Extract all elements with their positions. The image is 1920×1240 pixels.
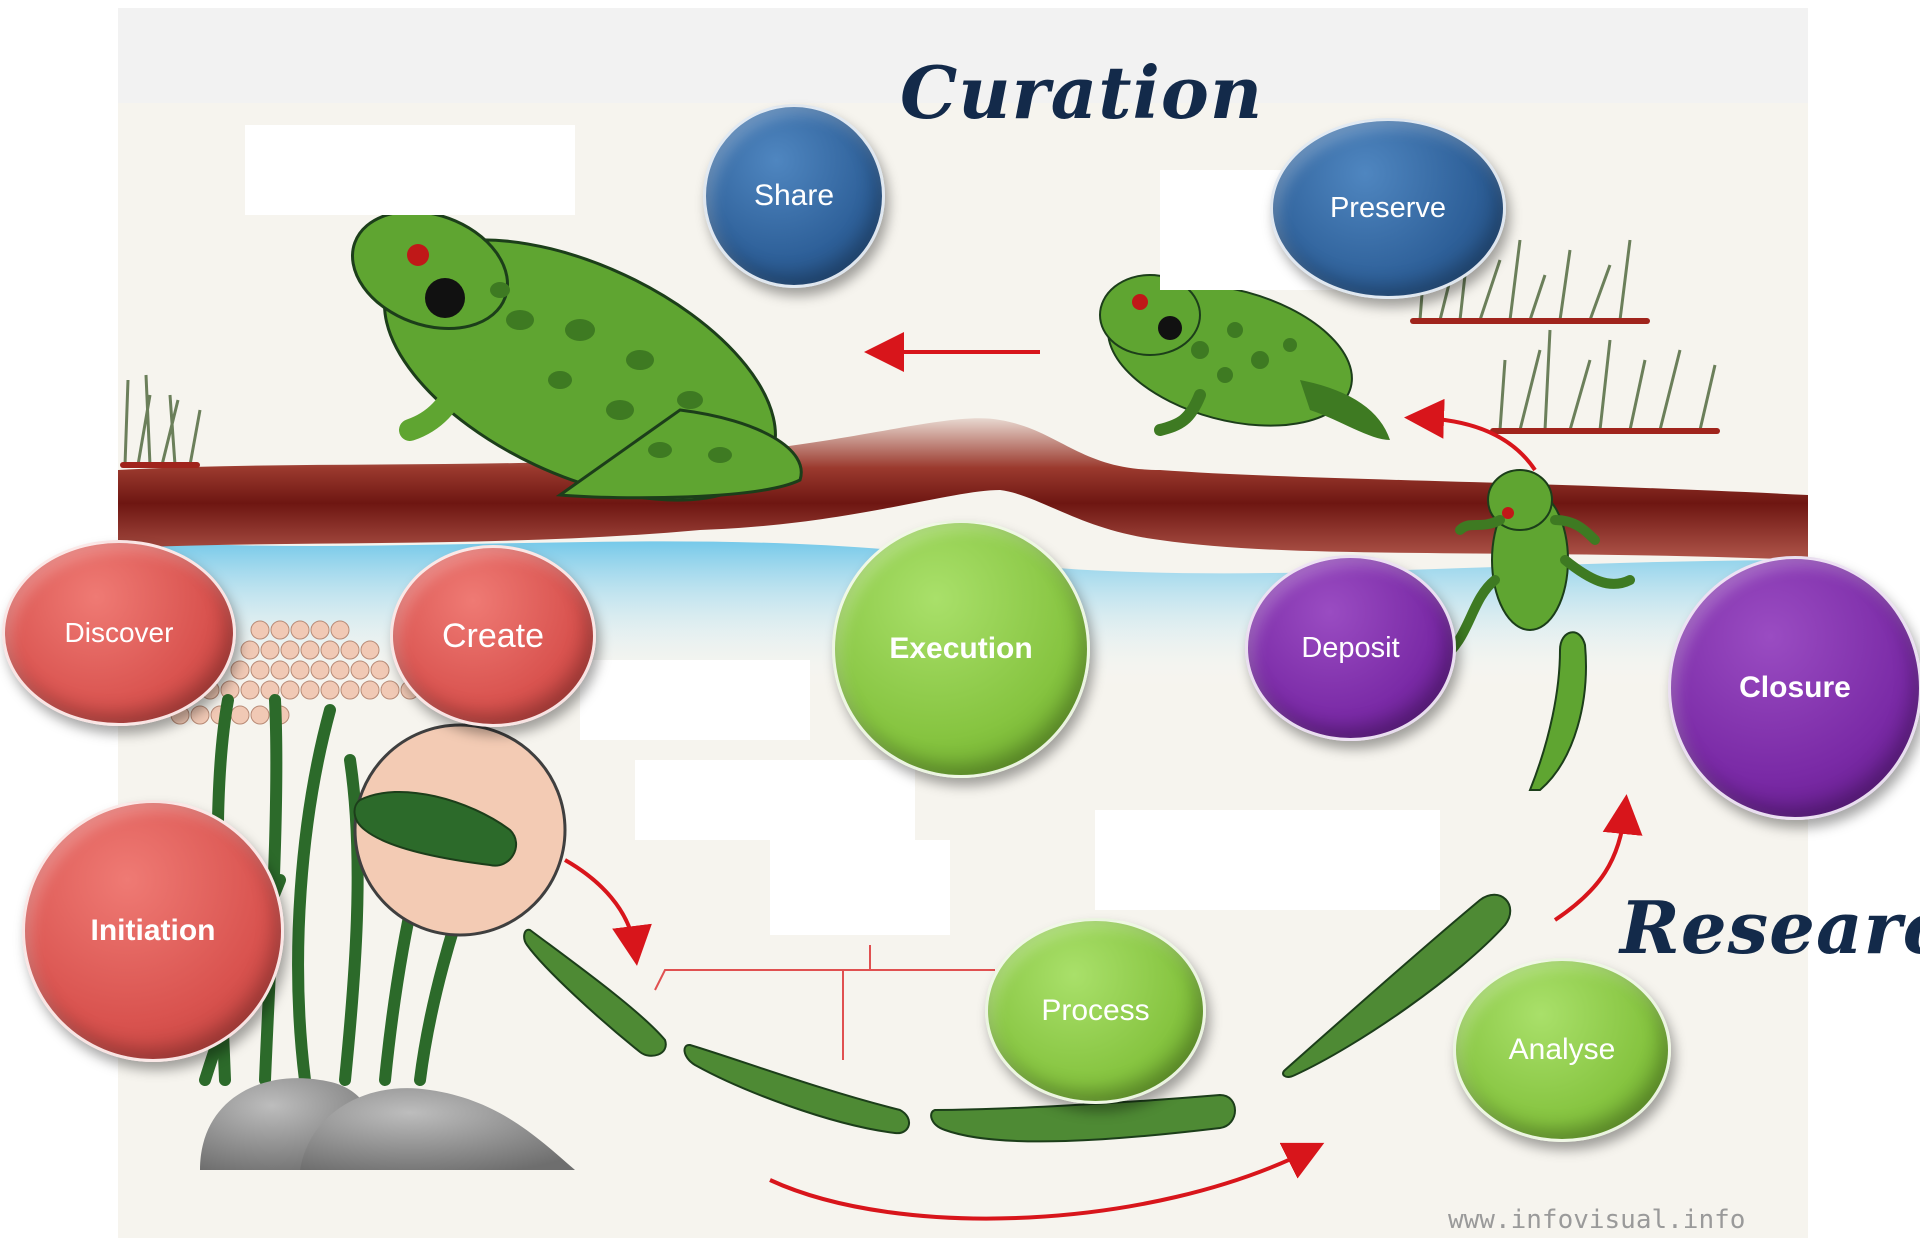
stage-share[interactable]: Share [703, 104, 885, 288]
stage-discover[interactable]: Discover [2, 540, 236, 726]
curation-heading: Curation [900, 50, 1263, 135]
stage-analyse[interactable]: Analyse [1453, 958, 1671, 1142]
stage-deposit[interactable]: Deposit [1245, 555, 1456, 741]
research-heading: Research [1620, 885, 1920, 970]
stage-process[interactable]: Process [985, 918, 1206, 1104]
stage-preserve-label: Preserve [1330, 192, 1446, 225]
stage-discover-label: Discover [65, 617, 174, 649]
stage-create[interactable]: Create [390, 545, 596, 727]
stage-analyse-label: Analyse [1509, 1033, 1616, 1067]
stage-closure[interactable]: Closure [1668, 556, 1920, 820]
stage-preserve[interactable]: Preserve [1270, 118, 1506, 299]
stage-execution-label: Execution [889, 632, 1032, 666]
stage-closure-label: Closure [1739, 671, 1851, 705]
stage-process-label: Process [1041, 994, 1149, 1028]
source-credit: www.infovisual.info [1448, 1205, 1745, 1235]
stage-deposit-label: Deposit [1301, 632, 1399, 665]
stage-create-label: Create [442, 617, 544, 656]
stage-execution[interactable]: Execution [832, 520, 1090, 778]
stage-initiation[interactable]: Initiation [22, 800, 284, 1062]
stage-share-label: Share [754, 179, 834, 213]
stage-initiation-label: Initiation [91, 914, 216, 948]
